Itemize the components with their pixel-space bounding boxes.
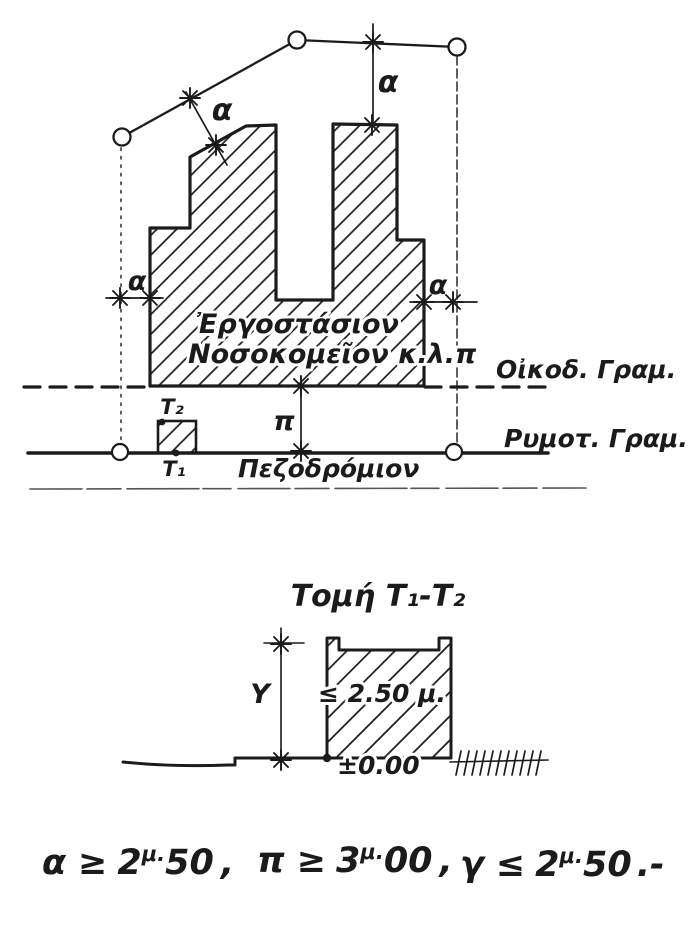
dim-a-diagonal: α <box>179 87 233 166</box>
dim-a-left: α <box>105 266 164 309</box>
street-line-circle <box>444 442 464 462</box>
building-label-line2: Νοσοκομεῖον κ.λ.π <box>188 339 477 370</box>
formula-term-gamma: γ≤2μ.50.- <box>460 844 665 885</box>
datum-dot <box>322 753 332 763</box>
dim-y: Y <box>250 627 305 771</box>
building-line-label: Οἰκοδ. Γραμ. <box>496 355 676 384</box>
section-point-t1: Τ₁ <box>162 457 186 481</box>
dim-a-label: α <box>378 65 399 100</box>
dim-line <box>185 91 228 166</box>
ground-line <box>121 756 329 768</box>
dim-pi-label: π <box>273 406 295 437</box>
plan-view: α α α α Ἐργοστάσιον Νοσοκομεῖον κ.λ.π <box>22 23 688 490</box>
boundary-line <box>112 30 467 147</box>
ground-hatch-strokes <box>455 750 542 776</box>
datum-label: ±0.00 <box>337 751 420 780</box>
section-view: Τομή Τ₁-Τ₂ Y ≤ 2.50 μ. ±0.00 <box>121 579 549 783</box>
dim-star <box>205 134 227 156</box>
dim-star <box>179 87 201 109</box>
section-point-t2: Τ₂ <box>160 395 184 419</box>
street-line-circle <box>110 442 130 462</box>
ground-hatch-marks <box>449 750 549 776</box>
dim-a-label: α <box>128 266 147 297</box>
wall-section <box>325 636 453 760</box>
sidewalk-edge-line <box>29 487 587 490</box>
street-line: Ρυμοτ. Γραμ. <box>26 424 688 462</box>
street-line-label: Ρυμοτ. Γραμ. <box>504 424 688 453</box>
dim-a-right: α <box>409 270 478 313</box>
max-height-note: ≤ 2.50 μ. <box>318 679 446 708</box>
dim-pi: π <box>273 387 312 462</box>
building-footprint <box>148 122 426 388</box>
marker-dot-bottom <box>172 449 180 457</box>
dim-star <box>362 31 384 53</box>
dim-a-label: α <box>429 270 448 301</box>
boundary-vertex-circle <box>447 37 467 57</box>
formula-term-pi: π≥3μ.00, <box>257 840 453 881</box>
dim-star <box>361 114 383 136</box>
dim-a-vertical: α <box>361 23 399 136</box>
building-label-line1: Ἐργοστάσιον <box>196 309 399 340</box>
sidewalk-label: Πεζοδρόμιον <box>238 454 419 483</box>
boundary-vertex-circle <box>112 127 132 147</box>
dim-star <box>270 633 292 655</box>
marker-dot-top <box>158 418 166 426</box>
dim-y-label: Y <box>250 679 272 710</box>
formula-line: α≥2μ.50, π≥3μ.00, γ≤2μ.50.- <box>42 840 665 885</box>
section-title: Τομή Τ₁-Τ₂ <box>291 579 466 614</box>
boundary-segments <box>120 38 459 139</box>
marker-block <box>156 419 198 455</box>
dim-a-label: α <box>212 93 233 128</box>
building-line: Οἰκοδ. Γραμ. <box>22 355 676 397</box>
formula-term-alpha: α≥2μ.50, <box>42 842 234 883</box>
dim-star <box>270 749 292 771</box>
section-cut-marker: Τ₂ Τ₁ <box>156 395 198 481</box>
boundary-vertex-circle <box>287 30 307 50</box>
